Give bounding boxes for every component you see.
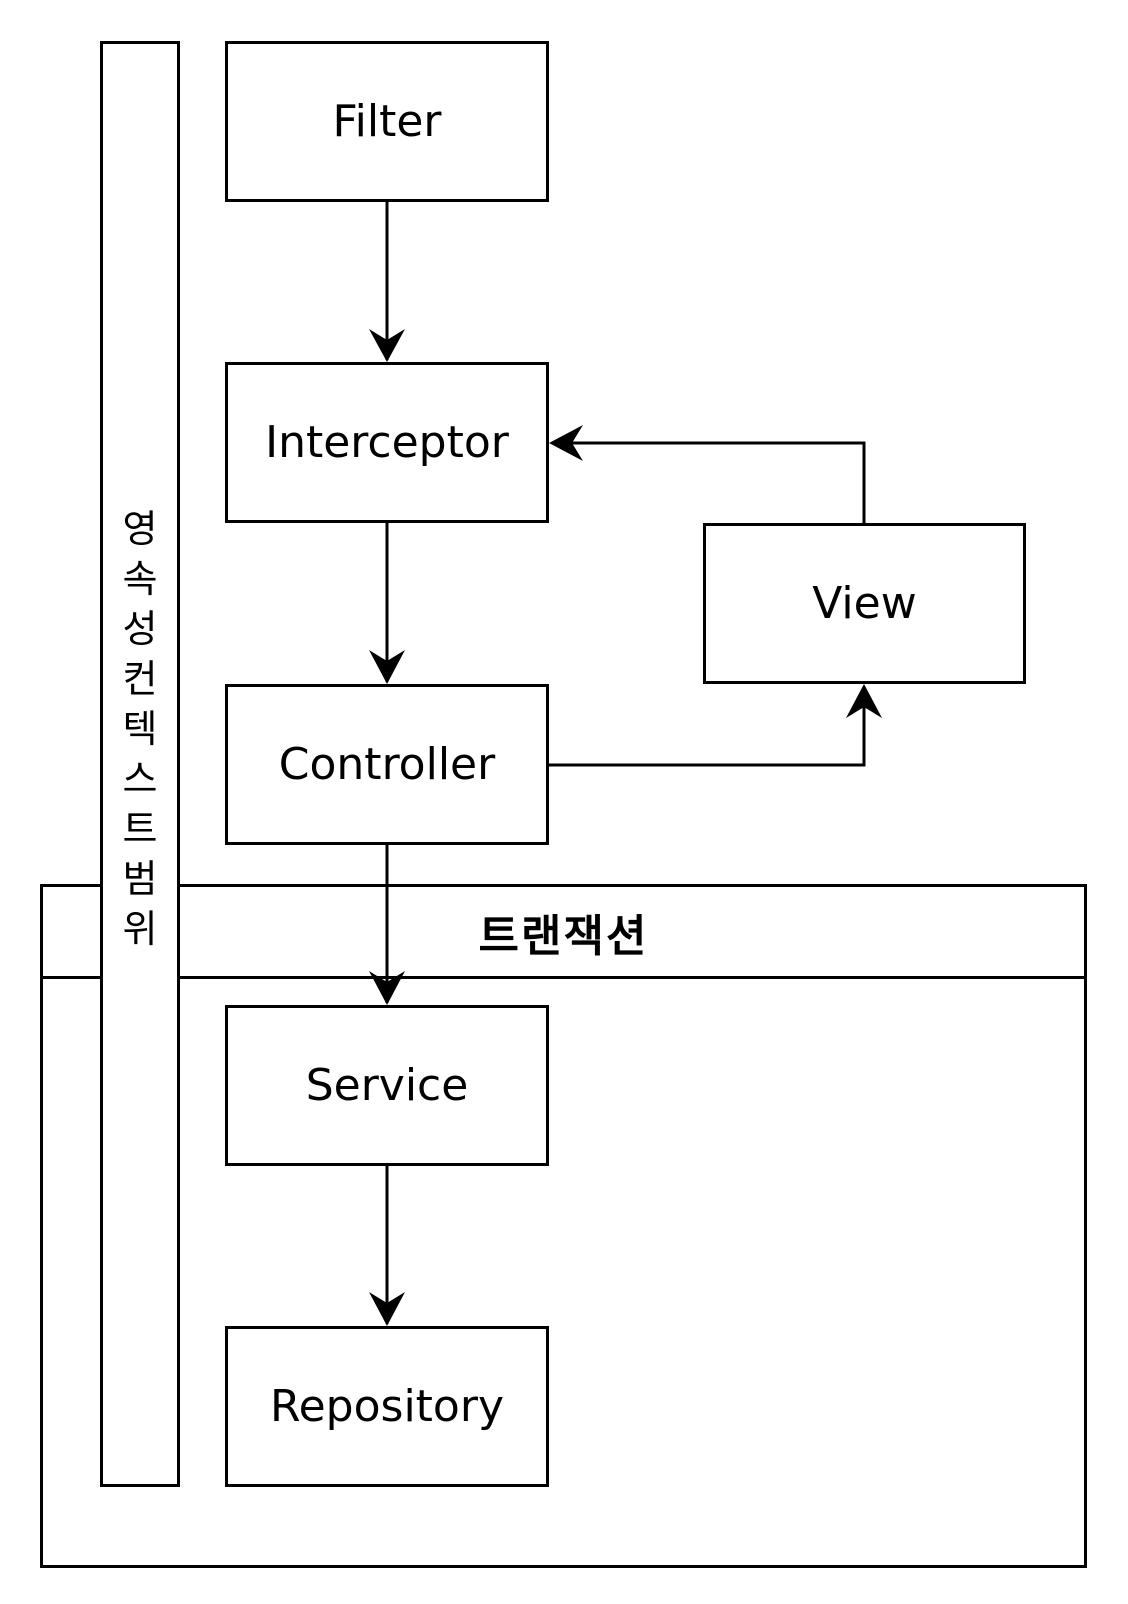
transaction-label: 트랜잭션 — [43, 887, 1084, 979]
transaction-container: 트랜잭션 — [40, 884, 1087, 1568]
repository-node: Repository — [225, 1326, 549, 1487]
view-label: View — [812, 578, 917, 629]
persistence-context-label: 영속성컨텍스트범위 — [122, 507, 158, 951]
interceptor-node: Interceptor — [225, 362, 549, 523]
arrow-view-to-interceptor — [553, 441, 866, 523]
repository-label: Repository — [270, 1381, 504, 1432]
arrowhead-controller-to-view — [846, 684, 882, 718]
service-label: Service — [305, 1060, 469, 1111]
view-node: View — [703, 523, 1026, 684]
controller-node: Controller — [225, 684, 549, 845]
arrowhead-filter-to-interceptor — [369, 329, 405, 362]
filter-node: Filter — [225, 41, 549, 202]
arrow-controller-to-view — [549, 688, 866, 767]
filter-label: Filter — [332, 96, 442, 147]
persistence-context-bar: 영속성컨텍스트범위 — [100, 41, 180, 1487]
controller-label: Controller — [278, 739, 496, 790]
service-node: Service — [225, 1005, 549, 1166]
interceptor-label: Interceptor — [265, 417, 509, 468]
arrowhead-interceptor-to-controller — [369, 650, 405, 684]
arrowhead-view-to-interceptor — [549, 425, 583, 461]
